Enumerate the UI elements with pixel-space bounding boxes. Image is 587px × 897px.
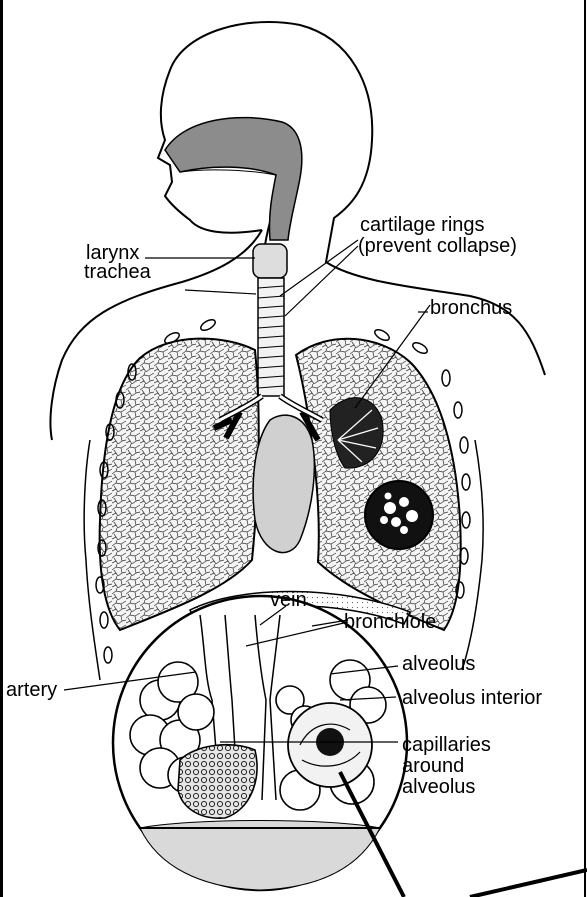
heart-shape — [253, 415, 314, 552]
label-bronchus: bronchus — [430, 298, 512, 318]
alveoli-magnified-circle — [113, 596, 407, 890]
larynx-shape — [253, 244, 287, 278]
label-alveolus-interior: alveolus interior — [402, 688, 583, 708]
label-cartilage-rings-note: (prevent collapse) — [358, 236, 517, 256]
bronchiole-detail-circle — [365, 481, 433, 549]
label-cartilage-rings: cartilage rings — [360, 215, 485, 235]
label-capillaries-line3: alveolus — [402, 777, 475, 797]
label-capillaries-line2: around — [402, 756, 464, 776]
label-bronchiole: bronchiole — [344, 612, 436, 632]
right-lung-shape — [100, 339, 259, 630]
label-capillaries-line1: capillaries — [402, 735, 491, 755]
label-larynx: larynx — [86, 243, 139, 263]
label-vein: vein — [270, 590, 307, 610]
label-trachea: trachea — [84, 262, 151, 282]
label-artery: artery — [6, 680, 57, 700]
label-alveolus: alveolus — [402, 654, 475, 674]
left-lung-shape — [296, 339, 461, 630]
nasal-cavity — [165, 118, 302, 240]
